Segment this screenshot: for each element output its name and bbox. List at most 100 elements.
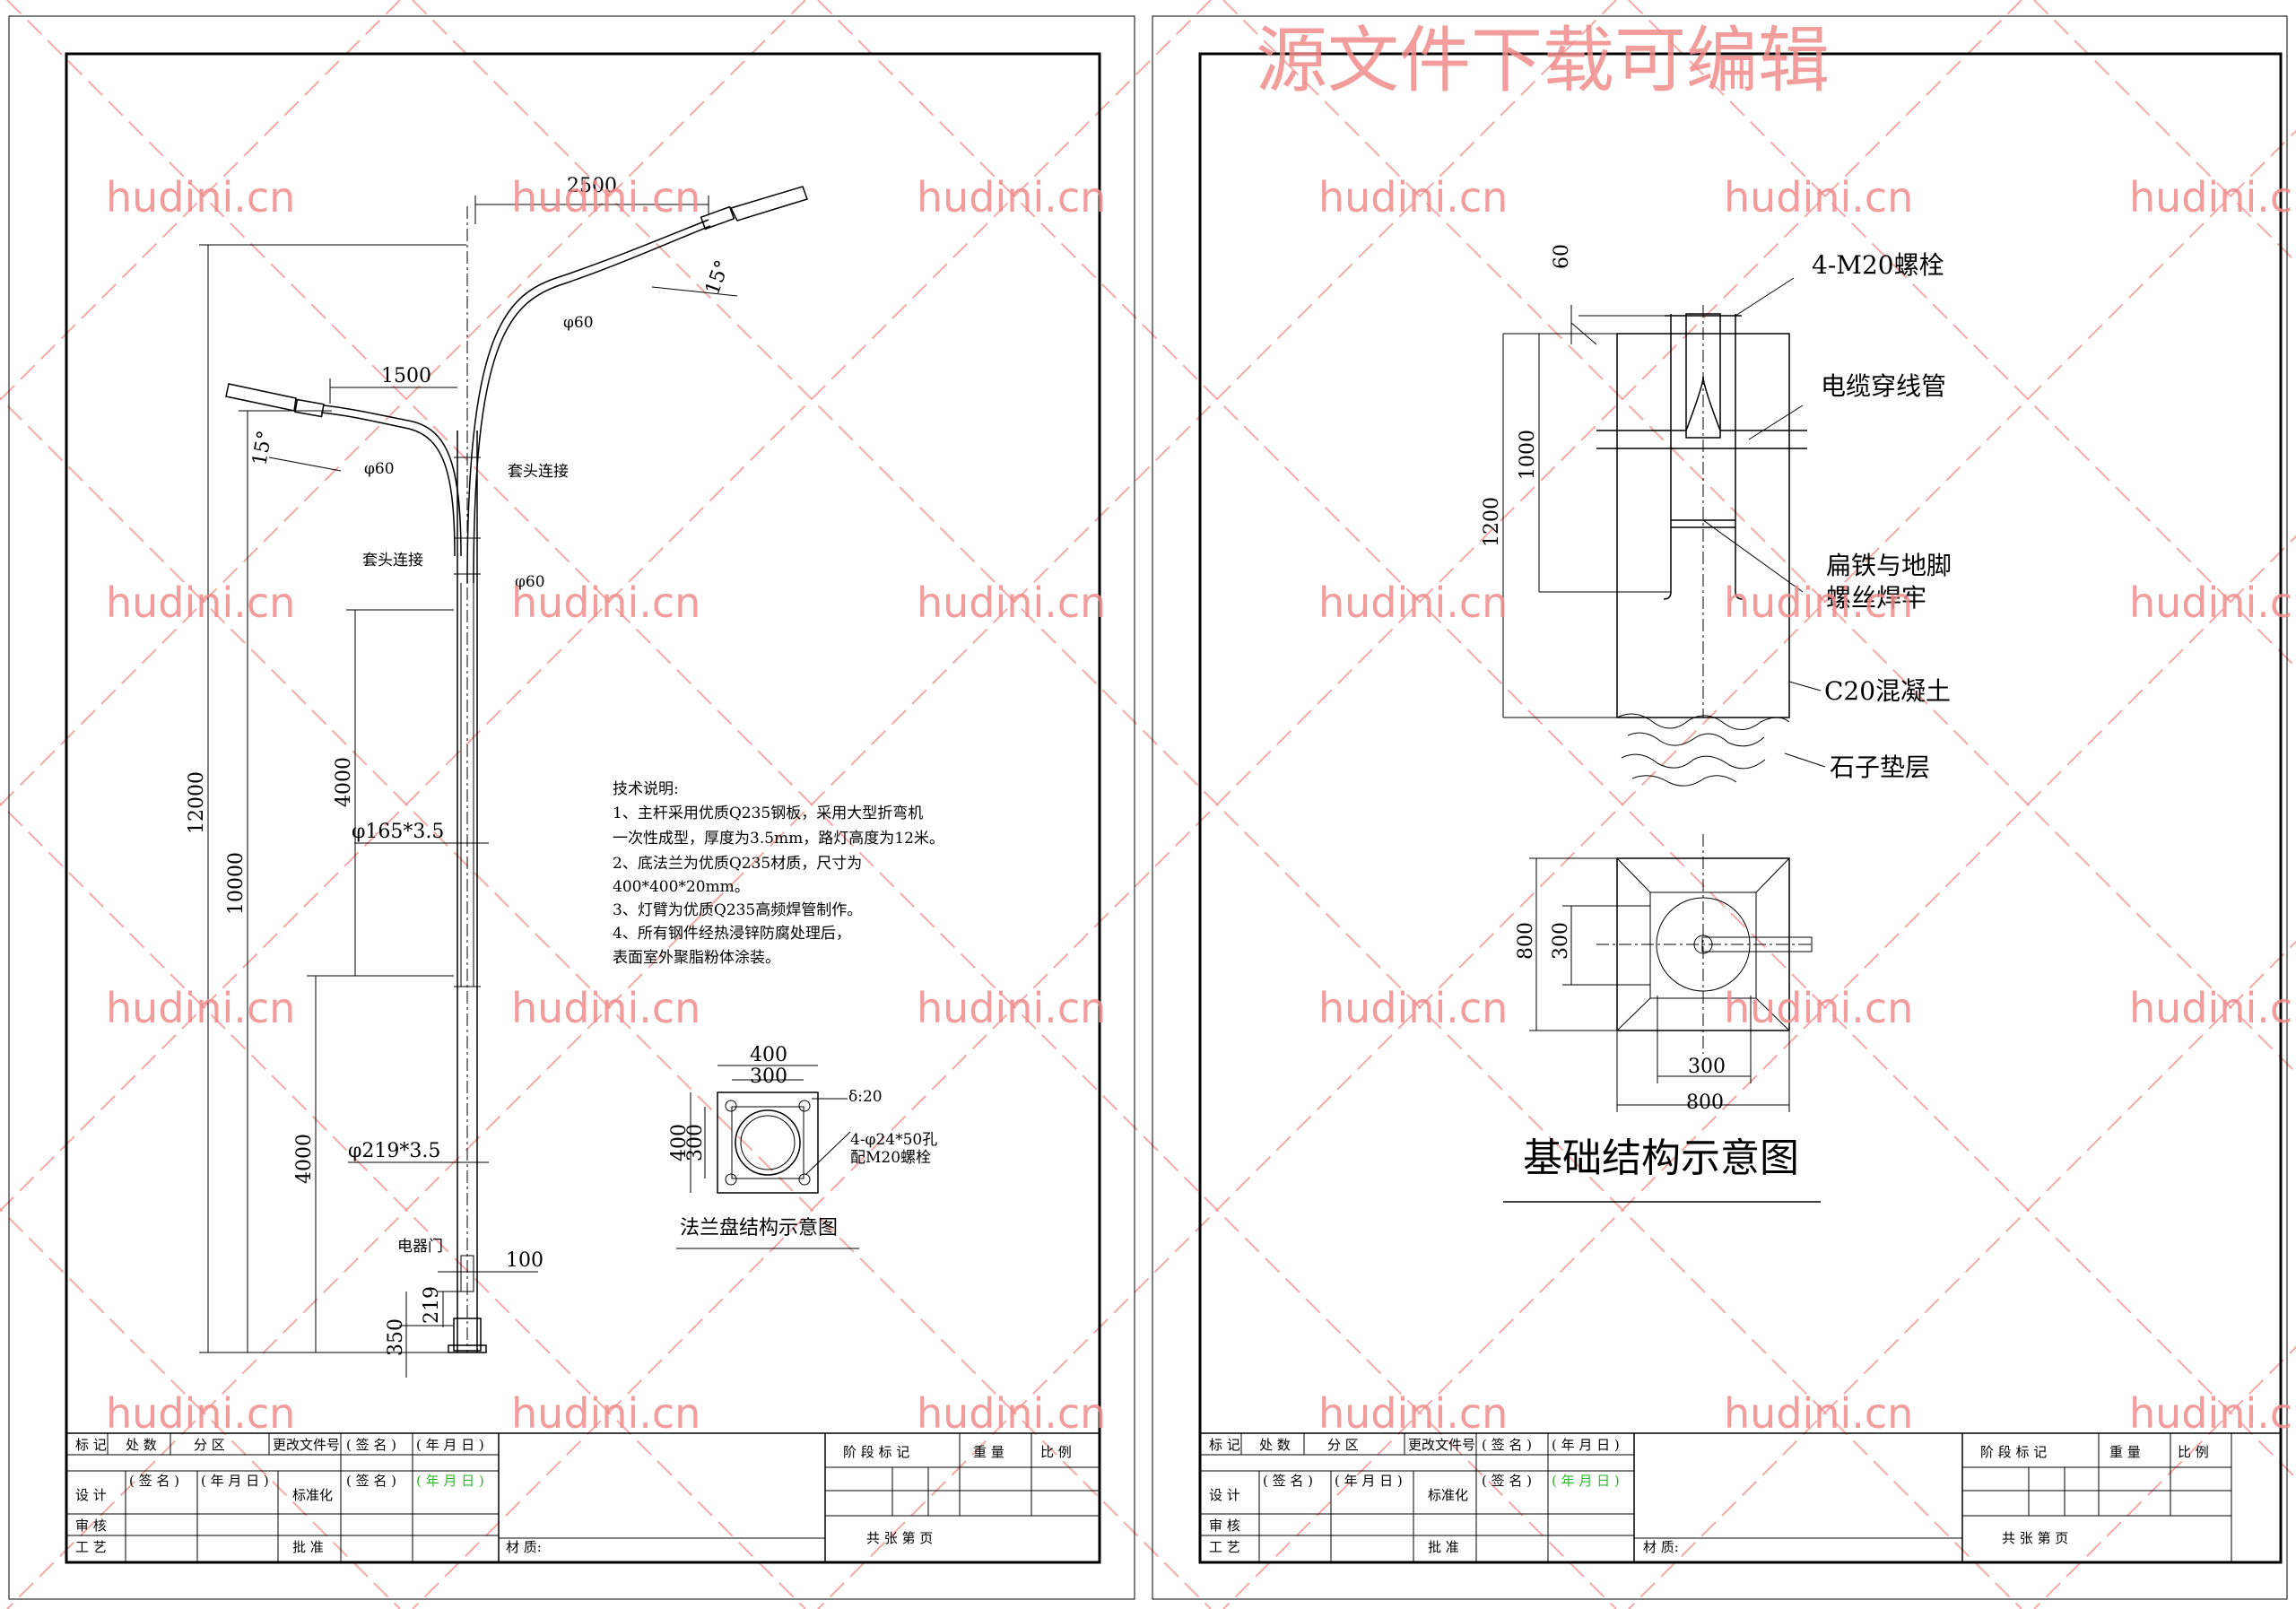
watermark-site-text: hudini.cn: [917, 984, 1106, 1032]
tb-left-standard: 标准化: [292, 1487, 333, 1503]
label-sleeve-upper: 套头连接: [508, 463, 569, 481]
watermark-site-text: hudini.cn: [1318, 984, 1508, 1032]
tb-right-design: 设 计: [1209, 1487, 1240, 1503]
tb-left-count: 处 数: [126, 1437, 157, 1453]
tb-left-date: ( 年 月 日 ): [416, 1437, 484, 1453]
dim-door-width: 100: [506, 1249, 544, 1272]
tb-left-material: 材 质:: [506, 1539, 542, 1555]
dim-arm-short: 1500: [381, 365, 431, 387]
label-door: 电器门: [397, 1238, 443, 1256]
flange-title: 法兰盘结构示意图: [680, 1217, 838, 1239]
dim-total-height: 12000: [186, 771, 208, 834]
title-block-left: 标 记 处 数 分 区 更改文件号 ( 签 名 ) ( 年 月 日 ) 设 计 …: [66, 1432, 1100, 1562]
watermark-line: [1628, 940, 2296, 1609]
watermark-line: [0, 1207, 401, 1609]
plan-dim-300-w: 300: [1688, 1056, 1726, 1078]
tb-left-change-doc: 更改文件号: [273, 1437, 340, 1453]
right-sheet: 60 1000 1200 4-M20螺栓 电缆穿线管 扁铁与地脚 螺丝焊牢 C2…: [1152, 15, 2288, 1600]
watermark-site-text: hudini.cn: [1724, 1389, 1913, 1438]
watermark-line: [0, 0, 806, 807]
tb-left-review: 审 核: [75, 1518, 107, 1534]
flange-dim-inner-h: 300: [684, 1124, 707, 1161]
title-block-right: 标 记 处 数 分 区 更改文件号 ( 签 名 ) ( 年 月 日 ) 设 计 …: [1200, 1432, 2281, 1562]
tb-right-material: 材 质:: [1643, 1539, 1679, 1555]
tb-right-change-doc: 更改文件号: [1408, 1437, 1475, 1453]
notes-line-3: 2、底法兰为优质Q235材质，尺寸为: [613, 855, 862, 873]
label-tube-upper: φ165*3.5: [352, 821, 444, 843]
tb-right-sheets: 共 张 第 页: [2002, 1530, 2068, 1546]
fnd-label-weld-2: 螺丝焊牢: [1826, 583, 1926, 613]
foundation-plan: 800 300 300 800 基础结构示意图: [1503, 834, 1821, 1203]
tb-left-process: 工 艺: [75, 1539, 107, 1555]
dim-door-h1: 219: [421, 1286, 443, 1324]
watermark-site-text: hudini.cn: [2129, 1389, 2296, 1438]
watermark-site-text: hudini.cn: [2129, 984, 2296, 1032]
fnd-dim-1200: 1200: [1481, 497, 1503, 547]
notes-line-2: 一次性成型，厚度为3.5mm，路灯高度为12米。: [613, 830, 944, 848]
tb-right-zone: 分 区: [1327, 1437, 1359, 1453]
tb-right-weight: 重 量: [2109, 1444, 2141, 1460]
label-arm-dia-joint: φ60: [515, 573, 545, 591]
watermark-site-text: hudini.cn: [1724, 578, 1913, 627]
technical-notes: 技术说明: 1、主杆采用优质Q235钢板，采用大型折弯机 一次性成型，厚度为3.…: [613, 780, 944, 967]
pole-dimensions: [199, 196, 738, 1378]
watermark-site-text: hudini.cn: [917, 1389, 1106, 1438]
flange-bolts: 配M20螺栓: [850, 1149, 931, 1167]
watermark-line: [1222, 0, 2296, 1074]
watermark-line: [0, 396, 1212, 1609]
dim-lower-section: 4000: [293, 1134, 316, 1184]
dim-upper-section: 4000: [333, 757, 355, 807]
tb-left-approve: 批 准: [292, 1539, 324, 1555]
watermark-site-text: hudini.cn: [1318, 173, 1508, 222]
watermark-line: [412, 0, 2022, 1609]
watermark-site-text: hudini.cn: [511, 578, 700, 627]
fnd-label-weld-1: 扁铁与地脚: [1826, 551, 1952, 580]
watermark-line: [1628, 0, 2296, 669]
label-arm-dia-right: φ60: [563, 314, 594, 332]
tb-left-sign: ( 签 名 ): [346, 1437, 396, 1453]
watermark-site-text: hudini.cn: [2129, 578, 2296, 627]
flange-dim-outer-w: 400: [750, 1044, 787, 1066]
fnd-dim-1000: 1000: [1517, 430, 1539, 480]
watermark-site-text: hudini.cn: [511, 1389, 700, 1438]
tb-left-zone: 分 区: [194, 1437, 225, 1453]
dim-arm-long: 2500: [567, 175, 617, 197]
tb-left-design-sign: ( 签 名 ): [129, 1473, 179, 1489]
watermark-site-text: hudini.cn: [1724, 984, 1913, 1032]
notes-line-1: 1、主杆采用优质Q235钢板，采用大型折弯机: [613, 804, 923, 822]
dim-tilt-right: 15°: [701, 257, 735, 298]
tb-left-std-date: ( 年 月 日 ): [416, 1473, 484, 1489]
watermark-texts: 源文件下载可编辑 hudini.cn hudini.cn hudini.cn hudi…: [106, 19, 2296, 1438]
tb-left-weight: 重 量: [973, 1444, 1004, 1460]
tb-left-design-date: ( 年 月 日 ): [201, 1473, 269, 1489]
plan-dim-800-h: 800: [1515, 922, 1537, 960]
tb-right-review: 审 核: [1209, 1518, 1240, 1534]
watermark-site-text: hudini.cn: [106, 578, 295, 627]
tb-left-scale: 比 例: [1040, 1444, 1072, 1460]
tb-right-mark: 标 记: [1209, 1437, 1240, 1453]
flange-detail: 400 300 400 300 δ:20 4-φ24*50孔 配M20螺栓 法兰…: [668, 1044, 937, 1249]
flange-holes: 4-φ24*50孔: [850, 1131, 937, 1149]
watermark-banner: 源文件下载可编辑: [1256, 19, 1830, 102]
dim-lamp-height: 10000: [225, 852, 248, 915]
tb-right-count: 处 数: [1259, 1437, 1291, 1453]
right-sheet-outer-border: [1152, 15, 2288, 1600]
pole-dim-text: 2500 1500 12000 10000 4000 4000 100 219 …: [186, 175, 735, 1356]
tb-right-process: 工 艺: [1209, 1539, 1240, 1555]
watermark-site-text: hudini.cn: [511, 984, 700, 1032]
tb-right-scale: 比 例: [2178, 1444, 2209, 1460]
tb-right-design-date: ( 年 月 日 ): [1335, 1473, 1403, 1489]
watermark-site-text: hudini.cn: [1724, 173, 1913, 222]
tb-left-mark: 标 记: [75, 1437, 107, 1453]
watermark-line: [817, 0, 2296, 1480]
foundation-title: 基础结构示意图: [1523, 1135, 1799, 1181]
watermark-site-text: hudini.cn: [106, 1389, 295, 1438]
fnd-label-concrete: C20混凝土: [1824, 676, 1951, 706]
notes-line-6: 4、所有钢件经热浸锌防腐处理后，: [613, 925, 851, 943]
pole-elevation: [225, 186, 808, 1353]
watermark-site-text: hudini.cn: [511, 173, 700, 222]
left-sheet-inner-border: [65, 52, 1101, 1564]
watermark-line: [0, 0, 401, 402]
watermark-line: [2033, 0, 2296, 264]
